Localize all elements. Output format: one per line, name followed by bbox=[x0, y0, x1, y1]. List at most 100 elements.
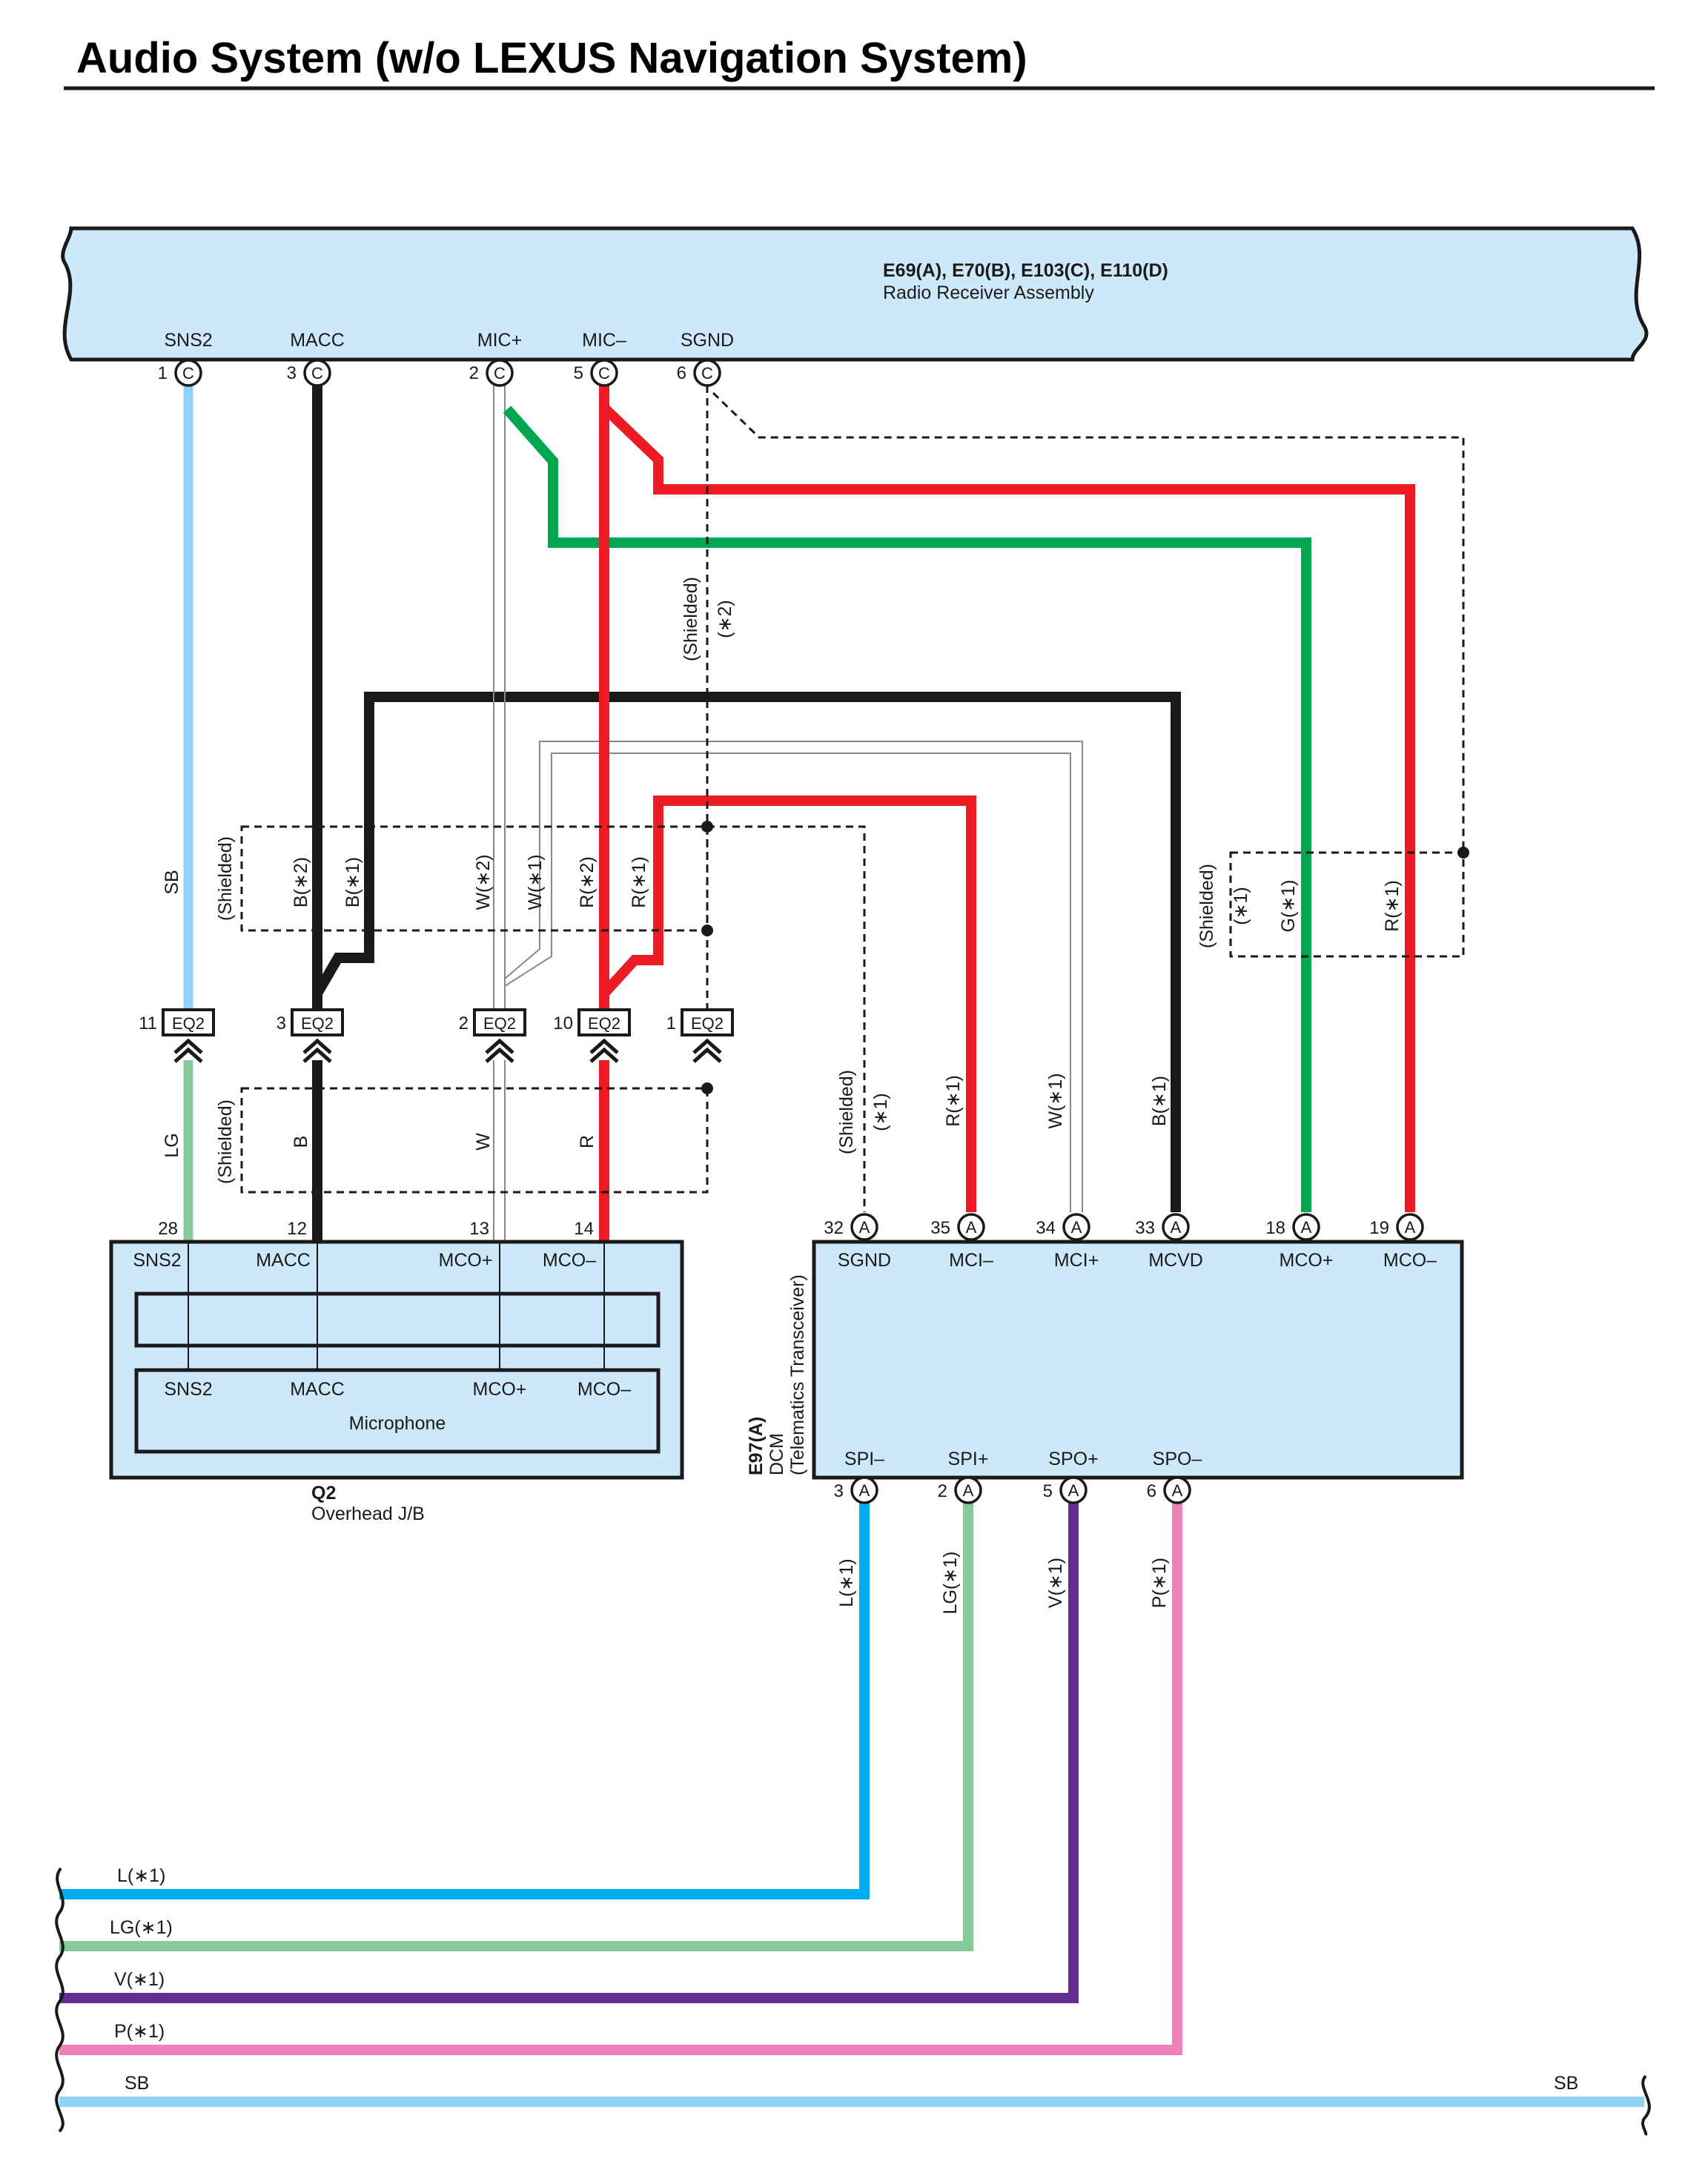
wire-v bbox=[59, 1489, 1079, 2003]
label-b: B bbox=[291, 1136, 311, 1148]
shield-box-lower bbox=[240, 1087, 709, 1194]
label-b1: B(∗1) bbox=[342, 857, 363, 907]
junction-pin-num-13: 13 bbox=[469, 1219, 489, 1239]
break-mark-right bbox=[1641, 2074, 1651, 2136]
junction-pin-mco-plus: MCO+ bbox=[439, 1250, 493, 1271]
svg-text:C: C bbox=[494, 364, 506, 383]
mic-pin-sns2: SNS2 bbox=[164, 1379, 212, 1400]
svg-text:A: A bbox=[1171, 1218, 1182, 1237]
svg-text:A: A bbox=[1301, 1218, 1312, 1237]
label-g1: G(∗1) bbox=[1278, 880, 1299, 933]
radio-connector-2: C 2 bbox=[469, 359, 514, 387]
dcm-pin-mci-plus: MCI+ bbox=[1054, 1250, 1099, 1271]
mic-pin-macc: MACC bbox=[290, 1379, 345, 1400]
label-sb-bottom-left: SB bbox=[125, 2073, 149, 2094]
label-w1: W(∗1) bbox=[525, 854, 546, 910]
svg-text:1: 1 bbox=[666, 1013, 676, 1033]
svg-text:C: C bbox=[598, 364, 610, 383]
svg-text:A: A bbox=[1405, 1218, 1416, 1237]
svg-text:11: 11 bbox=[139, 1013, 157, 1033]
svg-text:A: A bbox=[1172, 1481, 1183, 1500]
break-mark-left bbox=[55, 1867, 64, 2133]
dcm-pin-num-33: 33 bbox=[1135, 1218, 1155, 1238]
wire-w-mci-a bbox=[504, 741, 1083, 1212]
junction-inner-bar bbox=[134, 1291, 661, 1348]
dcm-pin-spo-plus: SPO+ bbox=[1048, 1449, 1098, 1469]
radio-pin-num-3: 3 bbox=[287, 363, 297, 383]
svg-text:C: C bbox=[182, 364, 194, 383]
radio-connector-3: C 3 bbox=[287, 359, 331, 387]
svg-text:3: 3 bbox=[277, 1013, 286, 1033]
svg-text:A: A bbox=[859, 1218, 870, 1237]
label-lg: LG bbox=[162, 1133, 182, 1157]
radio-connector-1: C 1 bbox=[158, 359, 202, 387]
label-shielded-lower: (Shielded) bbox=[215, 1099, 236, 1184]
label-r1: R(∗1) bbox=[629, 856, 649, 908]
radio-pin-num-2: 2 bbox=[469, 363, 479, 383]
svg-text:A: A bbox=[963, 1481, 974, 1500]
svg-text:EQ2: EQ2 bbox=[691, 1014, 724, 1033]
microphone-box bbox=[134, 1368, 661, 1454]
dcm-pin-num-3: 3 bbox=[834, 1481, 844, 1501]
dcm-pin-num-19: 19 bbox=[1369, 1218, 1389, 1238]
dcm-pin-num-34: 34 bbox=[1036, 1218, 1056, 1238]
label-shielded-dcm: (Shielded) bbox=[836, 1070, 857, 1154]
radio-connector-6: C 6 bbox=[677, 359, 721, 387]
radio-pin-macc: MACC bbox=[290, 330, 345, 351]
label-r: R bbox=[577, 1135, 598, 1148]
dcm-pin-mci-minus: MCI– bbox=[949, 1250, 993, 1271]
radio-pin-mic-minus: MIC– bbox=[582, 330, 626, 351]
label-p1-bottom: P(∗1) bbox=[114, 2021, 165, 2042]
wire-p bbox=[59, 1489, 1182, 2055]
svg-text:A: A bbox=[1068, 1481, 1079, 1500]
shield-box-right bbox=[1229, 851, 1465, 958]
dcm-pin-num-2: 2 bbox=[938, 1481, 947, 1501]
dcm-id: E97(A) bbox=[746, 1417, 767, 1475]
svg-text:2: 2 bbox=[459, 1013, 469, 1033]
radio-connector-5: C 5 bbox=[574, 359, 618, 387]
dcm-pin-spi-plus: SPI+ bbox=[948, 1449, 989, 1469]
junction-pin-num-14: 14 bbox=[574, 1219, 594, 1239]
radio-pin-num-5: 5 bbox=[574, 363, 583, 383]
wire-l bbox=[59, 1489, 870, 1899]
label-shielded-right: (Shielded) bbox=[1196, 864, 1217, 948]
svg-text:C: C bbox=[701, 364, 713, 383]
mic-pin-mco-minus: MCO– bbox=[577, 1379, 631, 1400]
label-l1: L(∗1) bbox=[836, 1558, 857, 1607]
wire-b-mcvd bbox=[312, 692, 1181, 1212]
label-p1: P(∗1) bbox=[1149, 1558, 1170, 1608]
svg-text:EQ2: EQ2 bbox=[483, 1014, 516, 1033]
dcm-pin-num-18: 18 bbox=[1265, 1218, 1285, 1238]
label-star2-sgnd: (∗2) bbox=[715, 600, 735, 638]
dcm-subname: (Telematics Transceiver) bbox=[787, 1274, 808, 1475]
shield-box-upper bbox=[240, 825, 709, 932]
label-lg1-bottom: LG(∗1) bbox=[110, 1917, 173, 1938]
label-v1-bottom: V(∗1) bbox=[114, 1969, 165, 1990]
wire-sgnd-to-dcm-shield bbox=[712, 391, 1465, 853]
label-r2: R(∗2) bbox=[577, 856, 598, 908]
label-b1-mcvd: B(∗1) bbox=[1149, 1076, 1170, 1126]
dcm-name: DCM bbox=[767, 1433, 787, 1475]
svg-text:A: A bbox=[966, 1218, 977, 1237]
label-w2: W(∗2) bbox=[473, 854, 494, 910]
microphone-label: Microphone bbox=[349, 1413, 446, 1434]
radio-pin-sns2: SNS2 bbox=[164, 330, 212, 351]
label-shielded-sgnd: (Shielded) bbox=[681, 577, 701, 661]
junction-box bbox=[109, 1240, 684, 1480]
label-l1-bottom: L(∗1) bbox=[117, 1865, 165, 1886]
label-shielded-upper: (Shielded) bbox=[215, 836, 236, 921]
label-lg1: LG(∗1) bbox=[940, 1552, 961, 1615]
dcm-pin-num-32: 32 bbox=[824, 1218, 844, 1238]
svg-text:C: C bbox=[311, 364, 323, 383]
junction-internal-lines bbox=[188, 1242, 605, 1370]
dcm-pin-mcvd: MCVD bbox=[1148, 1250, 1203, 1271]
junction-name: Overhead J/B bbox=[311, 1504, 425, 1524]
label-sb: SB bbox=[162, 870, 182, 894]
eq2-connector-3: EQ2 3 bbox=[277, 1008, 344, 1063]
dcm-pin-num-35: 35 bbox=[930, 1218, 950, 1238]
junction-pin-macc: MACC bbox=[256, 1250, 311, 1271]
radio-pin-mic-plus: MIC+ bbox=[477, 330, 522, 351]
wire-r-mci-minus bbox=[600, 796, 976, 1212]
eq2-connector-1: EQ2 1 bbox=[666, 1008, 734, 1063]
svg-text:A: A bbox=[1071, 1218, 1082, 1237]
